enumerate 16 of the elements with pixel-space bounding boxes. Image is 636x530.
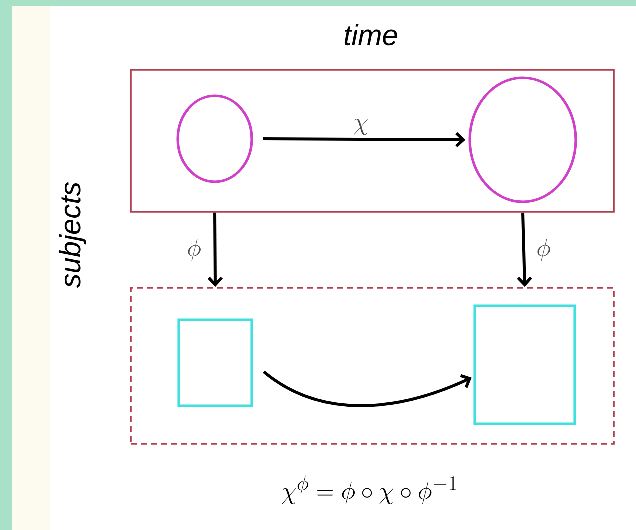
arrow xyxy=(263,132,466,148)
circle xyxy=(176,94,254,184)
axis-label: subjects xyxy=(59,182,87,288)
edge-label: $\phi$ xyxy=(538,238,550,262)
curved-arrow xyxy=(263,370,472,408)
square xyxy=(178,318,254,408)
circle xyxy=(468,76,578,204)
arrow xyxy=(208,212,224,288)
dashed-box xyxy=(130,287,615,445)
frame-box xyxy=(130,69,615,213)
edge-label: $\phi$ xyxy=(188,238,201,262)
edge-label: $\chi$ xyxy=(354,119,368,136)
axis-label: time xyxy=(344,24,398,46)
arrow xyxy=(517,212,532,288)
formula: $\chi^{\phi} = \phi \circ \chi \circ \phi^{-1}$ xyxy=(282,476,456,504)
square xyxy=(474,304,576,426)
